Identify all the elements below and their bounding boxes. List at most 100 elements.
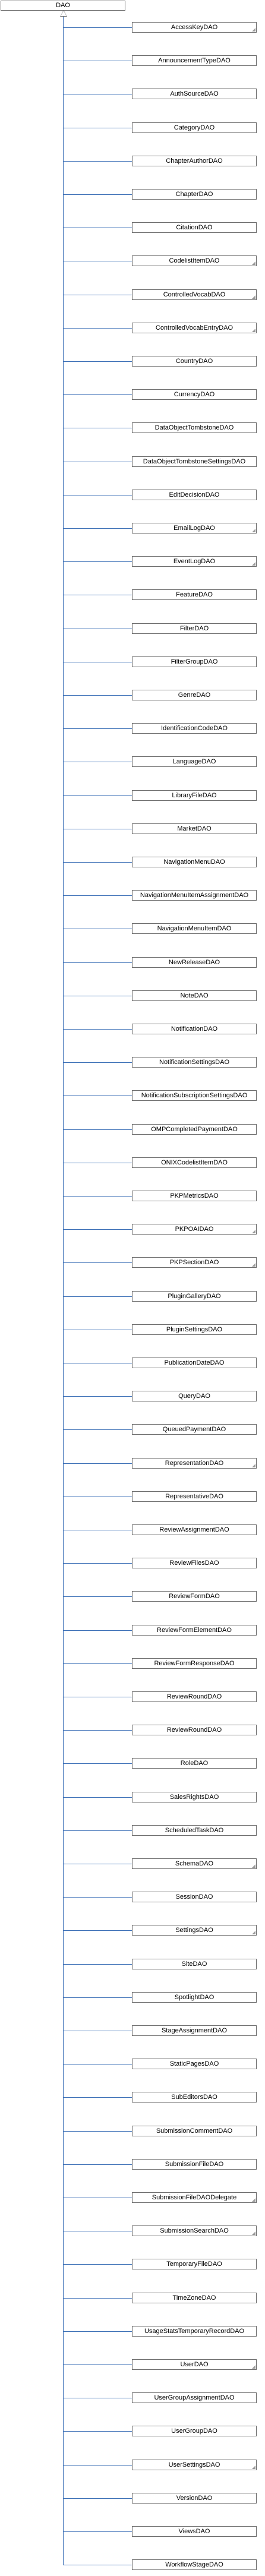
subclass-node[interactable]: ReviewAssignmentDAO [132,1524,257,1535]
subclass-node[interactable]: PublicationDateDAO [132,1358,257,1368]
subclass-node[interactable]: ReviewFormElementDAO [132,1625,257,1636]
inheritance-branch-line [63,161,132,162]
subclass-node[interactable]: ReviewRoundDAO [132,1725,257,1735]
subclass-node[interactable]: PKPOAIDAO [132,1224,257,1235]
subclass-node[interactable]: CurrencyDAO [132,389,257,400]
subclass-node[interactable]: ReviewRoundDAO [132,1691,257,1702]
subclass-node[interactable]: VersionDAO [132,2493,257,2504]
subclass-node[interactable]: FilterDAO [132,623,257,634]
subclass-node[interactable]: PKPSectionDAO [132,1257,257,1268]
subclass-node[interactable]: MarketDAO [132,823,257,834]
subclass-node[interactable]: EmailLogDAO [132,523,257,533]
subclass-node[interactable]: PluginSettingsDAO [132,1324,257,1335]
subclass-node[interactable]: NavigationMenuItemDAO [132,923,257,934]
subclass-node[interactable]: EditDecisionDAO [132,490,257,500]
inheritance-branch-line [63,1429,132,1430]
subclass-node[interactable]: NoteDAO [132,990,257,1001]
subclass-node[interactable]: TemporaryFileDAO [132,2259,257,2269]
subclass-node[interactable]: UsageStatsTemporaryRecordDAO [132,2326,257,2337]
root-class-node[interactable]: DAO [1,1,125,11]
subclass-node[interactable]: LanguageDAO [132,756,257,767]
subclass-label: NavigationMenuDAO [163,858,225,866]
subclass-node[interactable]: LibraryFileDAO [132,790,257,801]
subclass-node[interactable]: WorkflowStageDAO [132,2559,257,2570]
subclass-node[interactable]: CategoryDAO [132,122,257,133]
inheritance-branch-line [63,2431,132,2432]
subclass-label: PluginSettingsDAO [166,1326,223,1333]
subclass-node[interactable]: SubmissionSearchDAO [132,2225,257,2236]
subclass-node[interactable]: SettingsDAO [132,1925,257,1936]
subclass-node[interactable]: FilterGroupDAO [132,656,257,667]
subclass-node[interactable]: SubmissionCommentDAO [132,2126,257,2136]
collapsed-children-icon [252,1263,255,1267]
subclass-node[interactable]: TimeZoneDAO [132,2293,257,2303]
subclass-node[interactable]: QueryDAO [132,1391,257,1401]
subclass-node[interactable]: SessionDAO [132,1892,257,1902]
subclass-node[interactable]: ReviewFormResponseDAO [132,1658,257,1669]
inheritance-branch-line [63,1797,132,1798]
subclass-node[interactable]: NavigationMenuDAO [132,857,257,867]
collapsed-children-icon [252,1464,255,1467]
subclass-node[interactable]: AccessKeyDAO [132,22,257,33]
inheritance-branch-line [63,2131,132,2132]
subclass-node[interactable]: EventLogDAO [132,556,257,567]
subclass-node[interactable]: UserGroupAssignmentDAO [132,2392,257,2403]
subclass-label: StaticPagesDAO [169,2060,219,2067]
subclass-node[interactable]: NotificationSettingsDAO [132,1057,257,1068]
subclass-node[interactable]: PluginGalleryDAO [132,1291,257,1302]
subclass-label: UsageStatsTemporaryRecordDAO [144,2328,245,2335]
subclass-node[interactable]: NewReleaseDAO [132,957,257,968]
subclass-label: NavigationMenuItemAssignmentDAO [140,892,249,899]
subclass-node[interactable]: StageAssignmentDAO [132,2025,257,2036]
subclass-node[interactable]: ScheduledTaskDAO [132,1825,257,1836]
subclass-node[interactable]: RepresentativeDAO [132,1491,257,1502]
subclass-node[interactable]: CitationDAO [132,222,257,233]
subclass-node[interactable]: UserGroupDAO [132,2426,257,2436]
subclass-label: RepresentationDAO [165,1460,224,1467]
subclass-label: QueuedPaymentDAO [162,1426,226,1433]
subclass-node[interactable]: GenreDAO [132,690,257,700]
subclass-node[interactable]: NotificationSubscriptionSettingsDAO [132,1090,257,1101]
subclass-node[interactable]: UserDAO [132,2359,257,2370]
subclass-node[interactable]: SubmissionFileDAODelegate [132,2192,257,2203]
subclass-node[interactable]: DataObjectTombstoneSettingsDAO [132,456,257,467]
subclass-label: RepresentativeDAO [165,1493,223,1500]
subclass-node[interactable]: ChapterAuthorDAO [132,156,257,166]
subclass-node[interactable]: RepresentationDAO [132,1458,257,1469]
inheritance-branch-line [63,1396,132,1397]
subclass-node[interactable]: NotificationDAO [132,1024,257,1034]
subclass-node[interactable]: PKPMetricsDAO [132,1191,257,1201]
subclass-node[interactable]: ControlledVocabDAO [132,289,257,300]
subclass-node[interactable]: ViewsDAO [132,2526,257,2537]
subclass-node[interactable]: ONIXCodelistItemDAO [132,1157,257,1168]
subclass-node[interactable]: ChapterDAO [132,189,257,200]
subclass-node[interactable]: NavigationMenuItemAssignmentDAO [132,890,257,901]
subclass-node[interactable]: ControlledVocabEntryDAO [132,323,257,333]
subclass-node[interactable]: SiteDAO [132,1959,257,1969]
subclass-label: NoteDAO [180,992,209,999]
subclass-label: OMPCompletedPaymentDAO [151,1126,238,1133]
subclass-node[interactable]: AnnouncementTypeDAO [132,55,257,66]
subclass-node[interactable]: OMPCompletedPaymentDAO [132,1124,257,1135]
inheritance-branch-line [63,2164,132,2165]
subclass-node[interactable]: SalesRightsDAO [132,1792,257,1802]
subclass-node[interactable]: RoleDAO [132,1758,257,1769]
subclass-label: TemporaryFileDAO [166,2261,222,2268]
subclass-node[interactable]: ReviewFormDAO [132,1591,257,1602]
subclass-node[interactable]: SubmissionFileDAO [132,2159,257,2170]
subclass-node[interactable]: UserSettingsDAO [132,2460,257,2470]
subclass-node[interactable]: ReviewFilesDAO [132,1558,257,1568]
subclass-node[interactable]: AuthSourceDAO [132,89,257,99]
subclass-node[interactable]: SubEditorsDAO [132,2092,257,2103]
subclass-node[interactable]: FeatureDAO [132,589,257,600]
subclass-node[interactable]: QueuedPaymentDAO [132,1424,257,1435]
subclass-node[interactable]: CountryDAO [132,356,257,367]
subclass-node[interactable]: SpotlightDAO [132,1992,257,2003]
subclass-node[interactable]: SchemaDAO [132,1858,257,1869]
subclass-node[interactable]: StaticPagesDAO [132,2059,257,2069]
subclass-node[interactable]: IdentificationCodeDAO [132,723,257,734]
subclass-label: ReviewFormDAO [169,1593,220,1600]
subclass-node[interactable]: CodelistItemDAO [132,255,257,266]
subclass-label: UserGroupDAO [171,2427,217,2435]
subclass-node[interactable]: DataObjectTombstoneDAO [132,422,257,433]
